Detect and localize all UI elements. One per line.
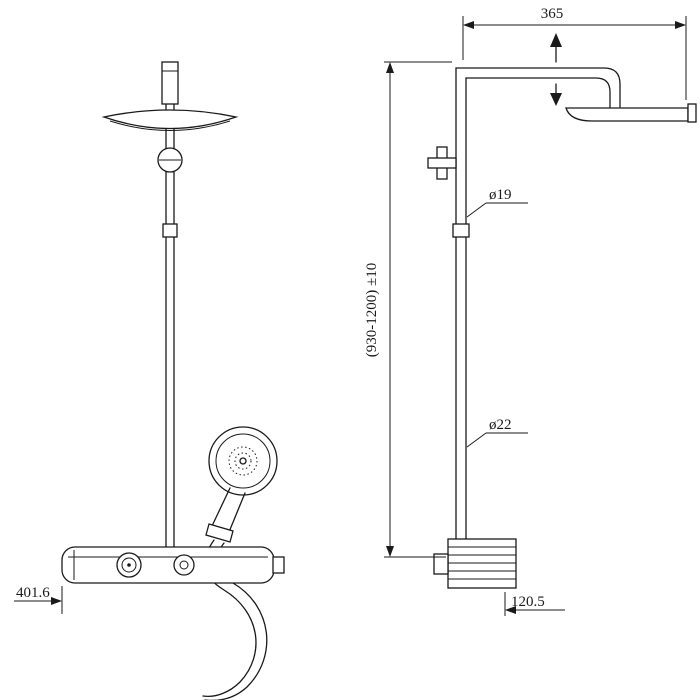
pipe-top-cap-front <box>161 61 179 105</box>
dim-height-range-label: (930-1200) ±10 <box>364 263 380 357</box>
pipe-joint-front <box>162 223 178 238</box>
diverter-knob <box>173 554 195 576</box>
dim-shelf-width-label: 401.6 <box>16 585 50 601</box>
dim-shelf-width: 401.6 <box>14 585 63 614</box>
hand-shower-handle <box>211 487 231 527</box>
riser-pipe-side <box>452 67 470 541</box>
temperature-knob <box>116 552 142 578</box>
hose-nut <box>205 523 234 543</box>
down-arrow-icon <box>550 83 562 106</box>
pipe-joint-side <box>452 223 470 238</box>
callout-pipe-dia-lower: ø22 <box>466 417 528 448</box>
valve-body-side <box>433 538 517 589</box>
hand-shower <box>205 426 278 543</box>
dim-top-width: 365 <box>462 6 687 100</box>
up-arrow-icon <box>550 33 562 63</box>
valve-shelf-front <box>61 546 285 584</box>
pipe-dia-upper-label: ø19 <box>489 187 512 203</box>
cross-handle <box>427 146 457 180</box>
slider-ring <box>157 147 183 173</box>
dim-height-range: (930-1200) ±10 <box>364 61 452 558</box>
rain-shower-head-side <box>565 103 697 123</box>
dim-body-depth: 120.5 <box>504 592 565 616</box>
shower-arm <box>455 67 621 108</box>
shelf-body <box>61 546 275 584</box>
head-edge-cap <box>687 103 697 123</box>
front-view: 401.6 <box>14 61 285 700</box>
callout-pipe-dia-upper: ø19 <box>466 187 528 218</box>
rain-shower-head-front <box>101 109 239 131</box>
side-view: 365 (930-1200) ±10 ø19 ø22 120.5 <box>364 6 697 616</box>
hose-outlet <box>272 556 285 574</box>
riser-pipe-front <box>162 99 178 550</box>
dim-top-width-label: 365 <box>541 6 564 22</box>
side-knob <box>433 553 449 575</box>
pipe-dia-lower-label: ø22 <box>489 417 512 433</box>
dim-body-depth-label: 120.5 <box>511 594 545 610</box>
